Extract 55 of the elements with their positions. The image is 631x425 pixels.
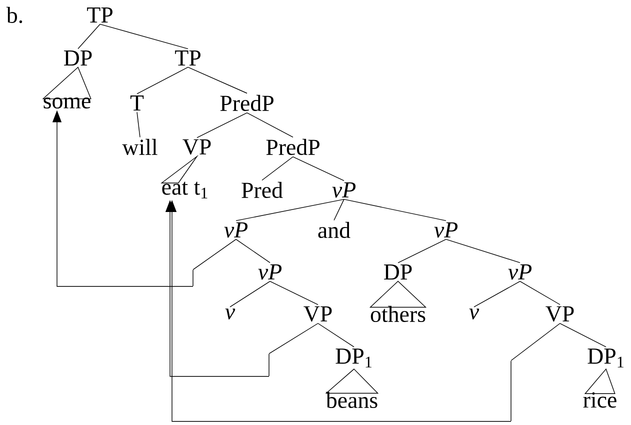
tree-branch [292, 156, 344, 182]
tree-branch [334, 198, 344, 221]
category-label: eat t$_{1}$ [162, 182, 208, 198]
tree-branch [246, 112, 294, 138]
tree-branch [474, 280, 520, 308]
tree-branch [510, 323, 560, 361]
category-label: DP$_{1}$ [588, 348, 624, 368]
tree-branch [136, 112, 140, 138]
trace-tick [510, 360, 512, 422]
trace-tick [192, 270, 194, 286]
category-label: Pred [242, 182, 283, 198]
category-label: DP [384, 264, 412, 280]
category-label: others [370, 306, 426, 322]
category-label: VP [182, 139, 211, 155]
category-label: vP [332, 182, 356, 198]
tree-branch [236, 238, 270, 264]
category-label: vP [224, 222, 248, 238]
category-label: TP [175, 50, 200, 66]
tree-branch [270, 280, 318, 305]
tree-branch [262, 156, 294, 181]
category-label: TP [87, 8, 112, 22]
category-label: PredP [220, 94, 274, 112]
category-label: DP [64, 50, 92, 66]
triangle-roof [42, 66, 92, 100]
tree-branch [520, 280, 560, 305]
tree-branch [188, 66, 248, 94]
tree-branch [344, 198, 446, 222]
tree-branch [100, 24, 188, 50]
trace-tick [268, 354, 270, 376]
category-label: T [130, 96, 144, 110]
tree-branch [136, 66, 188, 94]
tree-branch [192, 238, 236, 270]
category-label: and [318, 222, 350, 238]
tree-branch [446, 238, 520, 264]
category-label: rice [583, 392, 616, 408]
category-label: vP [508, 264, 532, 280]
tree-branch [196, 112, 248, 138]
category-label: vP [258, 264, 282, 280]
tree-branch [398, 238, 446, 264]
category-label: will [122, 138, 158, 156]
tree-branch [268, 323, 318, 354]
tree-branch [230, 280, 270, 308]
category-label: vP [434, 222, 458, 238]
example-letter: b. [6, 6, 22, 24]
tree-branch [78, 24, 100, 50]
category-label: v [469, 308, 480, 320]
category-label: v [225, 308, 236, 320]
category-label: PredP [266, 138, 320, 156]
tree-branch [560, 323, 606, 348]
category-label: beans [326, 392, 378, 408]
category-label: VP [304, 306, 332, 322]
tree-branch [236, 198, 344, 222]
category-label: DP$_{1}$ [336, 348, 372, 368]
tree-branch [318, 323, 354, 348]
category-label: VP [546, 306, 574, 322]
